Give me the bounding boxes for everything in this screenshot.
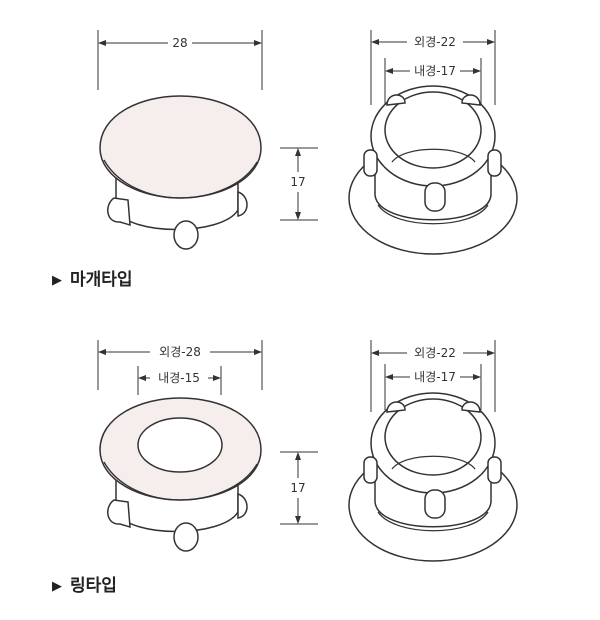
dim-height-17: 17: [280, 147, 318, 221]
top-lug-left: [386, 94, 406, 106]
back-view: [348, 85, 518, 255]
dim-label-ring-outer: 외경-28: [159, 345, 201, 359]
ring-hole: [137, 417, 223, 473]
side-tab-left: [107, 499, 131, 529]
front-tab: [173, 522, 199, 552]
side-tab-right: [237, 190, 248, 217]
dim-inner-17: 내경-17: [384, 58, 482, 105]
bullet-triangle-icon: ▶: [52, 579, 62, 594]
inner-hole: [384, 91, 482, 169]
dim-ring-inner-15: 내경-15: [137, 366, 222, 395]
side-lug-left: [363, 456, 378, 484]
side-lug-right: [487, 456, 502, 484]
top-lug-right: [461, 401, 481, 413]
bullet-triangle-icon: ▶: [52, 273, 62, 288]
dim-label-inner: 내경-17: [414, 370, 456, 384]
section-title: 마개타입: [70, 270, 133, 290]
side-lug-left: [363, 149, 378, 177]
section-cap-type: 28 17: [97, 30, 518, 255]
dim-outer-22: 외경-22: [370, 30, 496, 105]
front-view-cap: [99, 95, 262, 250]
front-tab: [173, 220, 199, 250]
dim-label-inner: 내경-17: [414, 64, 456, 78]
section-title: 링타입: [70, 576, 117, 596]
dim-label-height: 17: [290, 481, 305, 495]
top-lug-left: [386, 401, 406, 413]
side-tab-right: [237, 492, 248, 519]
dim-height-17: 17: [280, 451, 318, 525]
dim-ring-outer-28: 외경-28: [97, 340, 263, 390]
bottom-lug: [424, 182, 446, 212]
side-tab-left: [107, 197, 131, 227]
side-lug-right: [487, 149, 502, 177]
top-lug-right: [461, 94, 481, 106]
dim-label-height: 17: [290, 175, 305, 189]
dim-label-width: 28: [172, 36, 187, 50]
section-label-ring-type: ▶ 링타입: [52, 571, 117, 596]
dim-label-outer: 외경-22: [414, 346, 456, 360]
dim-label-ring-inner: 내경-15: [158, 371, 200, 385]
bottom-lug: [424, 489, 446, 519]
front-view-ring: [99, 397, 262, 552]
back-view: [348, 392, 518, 562]
section-ring-type: 외경-28 내경-15 17: [97, 340, 518, 562]
dim-outer-22: 외경-22: [370, 340, 496, 412]
inner-hole: [384, 398, 482, 476]
section-label-cap-type: ▶ 마개타입: [52, 265, 133, 290]
dim-label-outer: 외경-22: [414, 35, 456, 49]
dim-width-28: 28: [97, 30, 263, 90]
dim-inner-17: 내경-17: [384, 364, 482, 410]
